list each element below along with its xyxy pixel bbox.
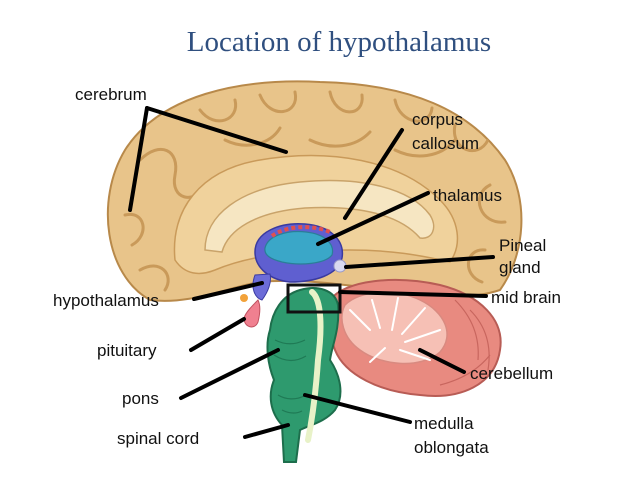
label-corpus-callosum-line2: callosum	[412, 134, 480, 153]
cerebrum-region	[106, 80, 523, 302]
diencephalon-region	[240, 223, 347, 328]
leader-lines	[128, 106, 495, 439]
label-pituitary: pituitary	[97, 341, 157, 360]
label-cerebellum: cerebellum	[470, 364, 554, 383]
label-cerebrum: cerebrum	[75, 85, 147, 104]
label-hypothalamus: hypothalamus	[53, 291, 159, 310]
label-pons: pons	[122, 389, 159, 408]
label-pineal-gland-line1: Pineal	[499, 236, 547, 255]
label-corpus-callosum-line1: corpus	[412, 110, 464, 129]
label-mid-brain: mid brain	[491, 288, 561, 307]
label-pineal-gland-line2: gland	[499, 258, 541, 277]
mid-brain-box	[286, 283, 342, 314]
label-thalamus: thalamus	[433, 186, 502, 205]
label-medulla-oblongata-line1: medulla	[414, 414, 474, 433]
label-spinal-cord: spinal cord	[117, 429, 200, 448]
brainstem-region	[266, 287, 342, 463]
label-medulla-oblongata-line2: oblongata	[414, 438, 489, 457]
diagram-title: Location of hypothalamus	[186, 26, 492, 58]
